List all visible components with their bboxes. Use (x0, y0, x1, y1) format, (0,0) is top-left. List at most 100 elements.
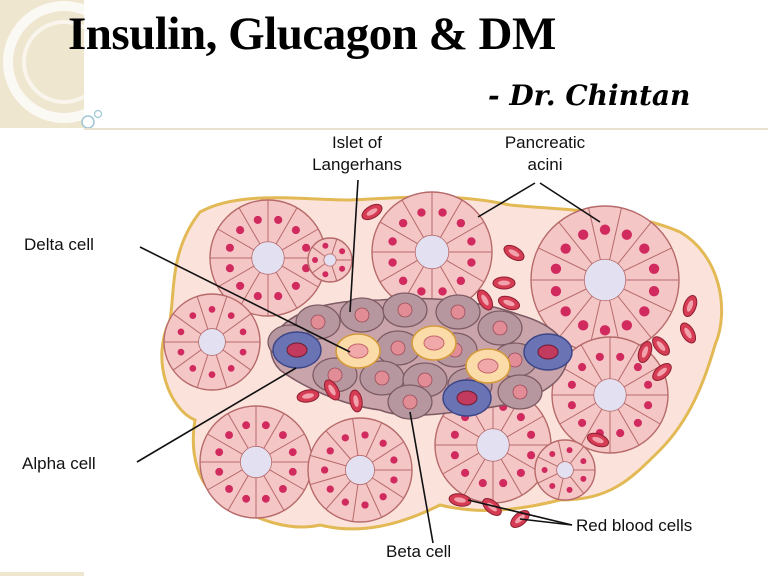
islet-label-line2: Langerhans (312, 155, 402, 174)
nucleus (261, 494, 270, 503)
acinus (163, 293, 261, 391)
nucleus (215, 467, 224, 476)
nucleus (580, 475, 587, 482)
acinus (530, 205, 680, 355)
title-divider (84, 128, 768, 130)
nucleus (242, 421, 251, 430)
nucleus (189, 312, 197, 319)
red-blood-cell (652, 363, 672, 381)
islet-label-line1: Islet of (332, 133, 382, 152)
lumen (251, 241, 285, 275)
red-blood-cell (682, 294, 698, 318)
nucleus (379, 493, 387, 501)
acinus (371, 191, 493, 313)
nucleus (225, 264, 234, 273)
nucleus (208, 306, 216, 313)
nucleus (177, 348, 185, 356)
nucleus (461, 468, 470, 477)
nucleus (225, 431, 233, 439)
nucleus (644, 380, 653, 389)
leader-alpha (136, 367, 297, 463)
ring-ornament-icon (3, 1, 125, 129)
nucleus (189, 365, 197, 372)
nucleus (467, 258, 476, 267)
nucleus (639, 243, 650, 254)
lumen (593, 378, 627, 412)
nucleus (599, 325, 611, 336)
lumen (414, 234, 450, 270)
nucleus (527, 430, 536, 439)
rbc-label: Red blood cells (576, 516, 692, 535)
nucleus (550, 286, 562, 297)
pancreas-islet-diagram: Islet of Langerhans Pancreatic acini Del… (22, 133, 723, 561)
nucleus (398, 276, 408, 286)
lumen (198, 328, 226, 356)
nucleus (527, 451, 536, 460)
acinus (307, 417, 413, 523)
nucleus (288, 448, 297, 457)
nucleus (644, 401, 653, 410)
nucleus (633, 418, 642, 427)
nucleus (379, 439, 387, 447)
nucleus (417, 287, 426, 296)
acinus (307, 237, 353, 283)
nucleus (398, 218, 408, 228)
leader-rbc-2 (519, 518, 573, 526)
red-blood-cell (637, 340, 653, 364)
nucleus (560, 243, 571, 254)
beta-cell (339, 297, 385, 333)
nucleus (390, 456, 398, 464)
nucleus (616, 352, 625, 361)
leader-lines (136, 179, 601, 544)
beta-cell (387, 384, 433, 420)
red-blood-cell (497, 295, 521, 311)
leader-rbc-1 (467, 499, 573, 526)
leader-islet (349, 179, 359, 313)
nucleus (550, 263, 562, 274)
lumen (583, 258, 627, 302)
red-blood-cell (476, 289, 494, 311)
nucleus (621, 229, 633, 240)
acini-label-line1: Pancreatic (505, 133, 586, 152)
nucleus (322, 271, 329, 278)
red-blood-cells (296, 203, 698, 528)
nucleus (633, 363, 642, 372)
nucleus (279, 485, 287, 493)
nucleus (242, 494, 251, 503)
nucleus (456, 276, 466, 286)
nucleus (302, 243, 311, 252)
nucleus (361, 431, 369, 439)
nucleus (417, 208, 426, 217)
nucleus (566, 447, 573, 454)
nucleus (467, 237, 476, 246)
footer-strip (0, 572, 84, 576)
nucleus (236, 226, 245, 235)
red-blood-cell (296, 389, 320, 403)
nucleus (261, 421, 270, 430)
alpha-cell-label: Alpha cell (22, 454, 96, 473)
acini-group (163, 191, 680, 523)
nucleus (456, 218, 466, 228)
nucleus (549, 451, 556, 458)
nucleus (239, 348, 247, 356)
nucleus (225, 243, 234, 252)
leader-beta (409, 411, 434, 544)
nucleus (478, 479, 487, 488)
nucleus (177, 328, 185, 336)
red-blood-cell (492, 276, 516, 290)
nucleus (516, 413, 525, 422)
nucleus (516, 468, 525, 477)
nucleus (621, 320, 633, 331)
alpha-cell (523, 333, 573, 371)
nucleus (577, 229, 589, 240)
nucleus (450, 430, 459, 439)
nucleus (567, 401, 576, 410)
lumen (239, 445, 273, 479)
slide-author: - Dr. Chintan (488, 79, 691, 112)
red-blood-cell (361, 203, 383, 221)
nucleus (438, 287, 447, 296)
nucleus (341, 434, 349, 442)
nucleus (339, 265, 346, 272)
nucleus (499, 479, 508, 488)
nucleus (339, 248, 346, 255)
